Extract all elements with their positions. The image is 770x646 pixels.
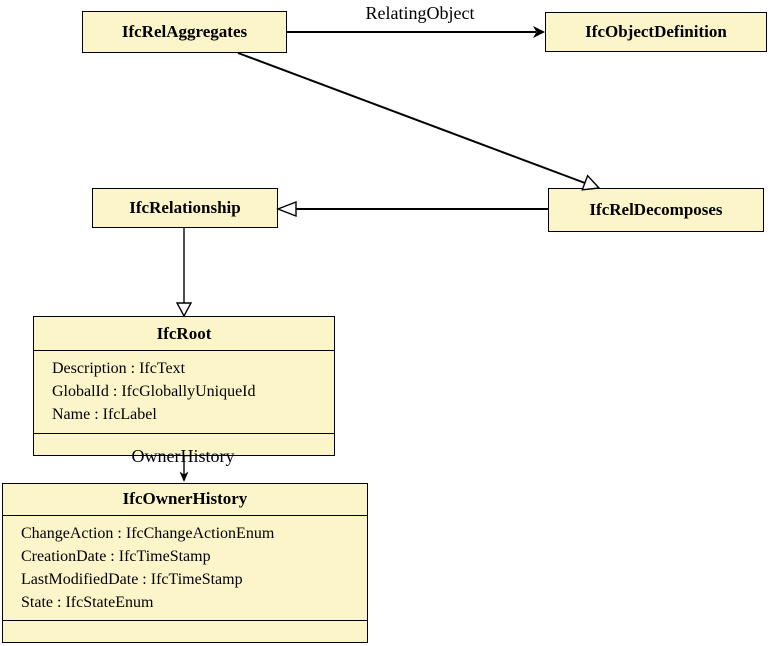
operations-compartment-empty [3,620,367,640]
attribute: Description : IfcText [52,360,186,377]
class-ifc-relationship[interactable]: IfcRelationship [92,188,278,228]
class-title: IfcRoot [156,324,212,343]
class-title: IfcObjectDefinition [585,22,727,41]
arrowhead-hollow-root [175,302,193,318]
attribute: GlobalId : IfcGloballyUniqueId [52,383,256,400]
attribute: State : IfcStateEnum [21,594,154,611]
class-ifc-owner-history[interactable]: IfcOwnerHistory ChangeAction : IfcChange… [2,483,368,643]
arrowhead-relating-object [533,26,545,38]
class-ifc-object-definition[interactable]: IfcObjectDefinition [545,12,767,52]
arrowhead-hollow-relationship [276,200,297,218]
attribute: Name : IfcLabel [52,406,157,423]
attribute: ChangeAction : IfcChangeActionEnum [21,525,275,542]
attributes-compartment: Description : IfcText GlobalId : IfcGlob… [34,350,334,433]
class-title: IfcRelAggregates [121,22,248,41]
class-title: IfcOwnerHistory [122,489,248,508]
arrowhead-owner-history [179,471,189,482]
attribute: LastModifiedDate : IfcTimeStamp [21,571,243,588]
class-ifc-rel-decomposes[interactable]: IfcRelDecomposes [548,188,764,232]
class-ifc-rel-aggregates[interactable]: IfcRelAggregates [82,11,287,53]
attribute: CreationDate : IfcTimeStamp [21,548,211,565]
class-ifc-root[interactable]: IfcRoot Description : IfcText GlobalId :… [33,316,335,456]
class-title: IfcRelationship [129,198,241,217]
class-title: IfcRelDecomposes [589,200,723,219]
operations-compartment-empty [34,433,334,453]
edge-label-relating-object: RelatingObject [365,3,475,23]
attributes-compartment: ChangeAction : IfcChangeActionEnum Creat… [3,515,367,620]
edge-aggregates-to-decomposes [237,52,586,184]
